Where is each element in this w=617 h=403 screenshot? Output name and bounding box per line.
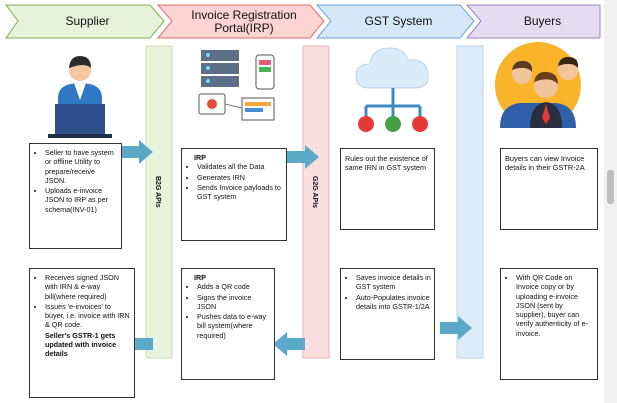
irp-header-line1: Invoice Registration (191, 7, 297, 22)
supplier-top-item: Seller to have system or offline Utility… (45, 148, 118, 185)
buyers-header: Buyers (523, 14, 562, 28)
irp-header: Invoice Registration Portal(IRP) (170, 5, 318, 38)
g2g-column (302, 45, 330, 359)
gst-bottom-item: Saves invoice details in GST system (356, 273, 431, 292)
irp-bottom-item: Signs the invoice JSON (197, 293, 271, 312)
supplier-header: Supplier (65, 14, 110, 28)
g2g-api-label: G2G APIs (311, 176, 318, 209)
supplier-chevron (5, 4, 165, 39)
supplier-bottom-item: Issues 'e-invoices' to buyer, i.e. invoi… (45, 302, 131, 330)
buyers-group-icon (495, 42, 581, 128)
buyers-bottom-box: With QR Code on Invoice copy or by uploa… (500, 268, 598, 380)
b2g-api-label: B2G APIs (154, 176, 161, 208)
irp-bottom-title: IRP (194, 273, 206, 282)
supplier-top-item: Uploads e-invoice JSON to IRP as per sch… (45, 186, 118, 214)
gst-column (456, 45, 484, 359)
buyers-bottom-item: With QR Code on Invoice copy or by uploa… (516, 273, 594, 338)
arrows (121, 140, 472, 356)
gst-chevron (315, 4, 475, 39)
gst-top-box: Rules out the existence of same IRN in G… (340, 148, 435, 230)
buyers-top-text: Buyers can view Invoice details in their… (505, 154, 585, 173)
vertical-scrollbar[interactable] (604, 0, 617, 403)
irp-header-line2: Portal(IRP) (214, 20, 274, 35)
arrow-irp-to-g2g (287, 145, 319, 169)
supplier-bottom-bold: Seller's GSTR-1 gets updated with invoic… (45, 330, 117, 359)
supplier-bottom-item: Receives signed JSON with IRN & e-way bi… (45, 273, 131, 301)
irp-bottom-box: IRP Adds a QR code Signs the invoice JSO… (181, 268, 275, 380)
gst-top-text: Rules out the existence of same IRN in G… (345, 154, 428, 173)
arrow-supplier-to-b2g (121, 140, 153, 164)
supplier-bottom-box: Receives signed JSON with IRN & e-way bi… (29, 268, 135, 398)
scrollbar-thumb[interactable] (607, 170, 614, 204)
supplier-top-box: Seller to have system or offline Utility… (29, 143, 122, 249)
irp-bottom-item: Adds a QR code (197, 282, 271, 291)
irp-chevron (156, 4, 325, 39)
user-at-laptop-icon (48, 56, 112, 138)
cloud-network-icon (355, 47, 429, 132)
gst-bottom-box: Saves invoice details in GST system Auto… (340, 268, 435, 360)
irp-top-item: Sends Invoice payloads to GST system (197, 183, 283, 202)
irp-top-title: IRP (194, 153, 206, 162)
irp-bottom-item: Pushes data to e-way bill system(where r… (197, 312, 271, 340)
irp-top-item: Generates IRN (197, 173, 283, 182)
gst-header: GST System (364, 14, 433, 28)
b2g-column (145, 45, 173, 359)
gst-bottom-item: Auto-Populates invoice details into GSTR… (356, 293, 431, 312)
buyers-chevron (465, 4, 601, 39)
irp-top-item: Validates all the Data (197, 162, 283, 171)
arrow-g2g-to-irp (273, 332, 305, 356)
servers-and-devices-icon (198, 50, 275, 121)
arrow-gst-to-buyers (440, 316, 472, 340)
buyers-top-box: Buyers can view Invoice details in their… (500, 148, 598, 230)
irp-top-box: IRP Validates all the Data Generates IRN… (181, 148, 287, 241)
